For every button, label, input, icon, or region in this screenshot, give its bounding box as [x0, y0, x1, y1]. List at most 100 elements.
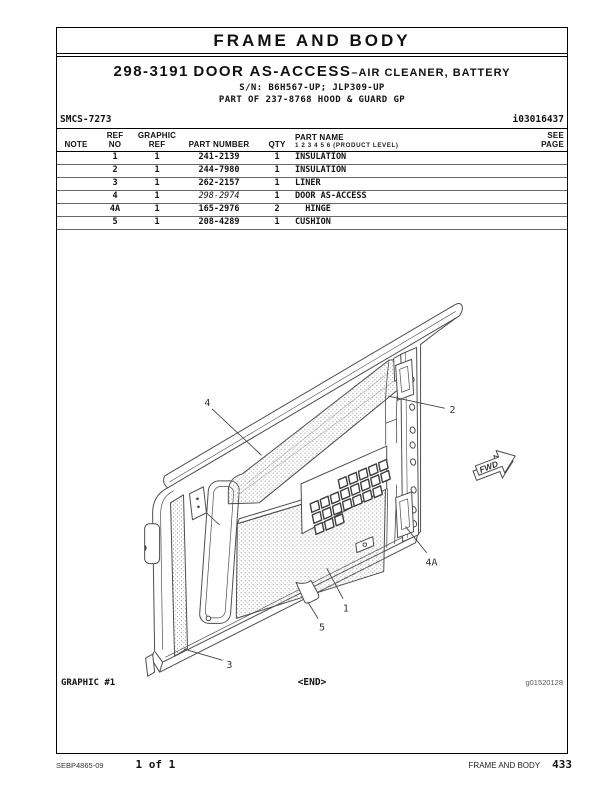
title-part-name: DOOR AS-ACCESS	[193, 63, 352, 80]
callout-1: 1	[343, 603, 349, 614]
liner-gasket	[199, 480, 240, 624]
gasket-pin	[205, 615, 212, 621]
ref-no-cell: 4A	[109, 203, 121, 214]
table-row: 3 1 262-2157 1 LINER	[57, 178, 567, 191]
see-page-cell	[511, 178, 567, 190]
page-of-indicator: 1 of 1	[135, 758, 176, 771]
qty-cell: 1	[274, 216, 280, 227]
smcs-row: SMCS-7273 i03016437	[57, 114, 567, 125]
footer-section-title: FRAME AND BODY	[468, 761, 541, 770]
part-number-cell: 244-7980	[198, 164, 240, 175]
table-row: 4A 1 165-2976 2 HINGE	[57, 204, 567, 217]
graphic-id: g01520128	[525, 677, 563, 687]
left-seal-strip	[170, 494, 188, 657]
qty-cell: 1	[274, 151, 280, 162]
media-number: SEBP4865-09	[56, 761, 104, 770]
title-divider	[57, 54, 567, 57]
part-number-cell: 262-2157	[198, 177, 240, 188]
ref-no-cell: 5	[112, 216, 118, 227]
hinge-plate-lower	[395, 491, 415, 538]
callout-2: 2	[449, 405, 455, 416]
graphic-container: 4 2 4A 1 5 3 FWD	[57, 232, 567, 677]
col-header-qty: QTY	[268, 140, 286, 150]
table-row: 4 1 298-2974 1 DOOR AS-ACCESS	[57, 191, 567, 204]
graphic-ref-cell: 1	[154, 190, 160, 201]
document-header: 298-3191 DOOR AS-ACCESS–AIR CLEANER, BAT…	[57, 62, 567, 107]
graphic-ref-cell: 1	[154, 177, 160, 188]
callout-3: 3	[226, 660, 232, 671]
note-cell	[57, 152, 95, 164]
part-number-cell: 208-4289	[198, 216, 240, 227]
left-foot	[145, 653, 156, 677]
part-number-cell: 241-2139	[198, 151, 240, 162]
leader-lines	[184, 395, 445, 661]
qty-cell: 1	[274, 164, 280, 175]
graphic-ref-cell: 1	[154, 203, 160, 214]
callout-5: 5	[319, 622, 325, 633]
part-name-cell: LINER	[295, 177, 321, 188]
note-cell	[57, 191, 95, 203]
part-name-cell: INSULATION	[295, 164, 347, 175]
part-name-cell: HINGE	[295, 203, 331, 214]
content-frame: FRAME AND BODY 298-3191 DOOR AS-ACCESS–A…	[56, 27, 568, 754]
smcs-code: SMCS-7273	[60, 113, 112, 125]
page-footer: SEBP4865-09 1 of 1 FRAME AND BODY 433	[56, 758, 572, 771]
part-name-cell: INSULATION	[295, 151, 347, 162]
table-row: 2 1 244-7980 1 INSULATION	[57, 165, 567, 178]
table-row: 5 1 208-4289 1 CUSHION	[57, 217, 567, 230]
graphic-ref-cell: 1	[154, 164, 160, 175]
col-header-part-number: PART NUMBER	[188, 140, 250, 150]
table-row: 1 1 241-2139 1 INSULATION	[57, 152, 567, 165]
bottom-tab	[355, 535, 375, 553]
note-cell	[57, 178, 95, 190]
footer-page-number: 433	[552, 758, 572, 771]
fwd-arrow: FWD	[472, 449, 516, 481]
ref-no-cell: 1	[112, 151, 118, 162]
note-cell	[57, 217, 95, 229]
part-of-line: PART OF 237-8768 HOOD & GUARD GP	[218, 95, 406, 106]
see-page-cell	[511, 217, 567, 229]
handle	[295, 579, 320, 604]
graphic-ref-cell: 1	[154, 151, 160, 162]
top-rail	[163, 302, 463, 489]
product-level-scale: 1 2 3 4 5 6 (PRODUCT LEVEL)	[295, 142, 399, 150]
note-cell	[57, 204, 95, 216]
col-header-note: NOTE	[64, 140, 88, 150]
hinge-plate-upper	[395, 358, 415, 401]
part-name-cell: DOOR AS-ACCESS	[295, 190, 367, 201]
vent-grid	[309, 458, 391, 535]
see-page-cell	[511, 191, 567, 203]
see-page-cell	[511, 152, 567, 164]
graphic-ref-cell: 1	[154, 216, 160, 227]
ref-no-cell: 2	[112, 164, 118, 175]
see-page-cell	[511, 204, 567, 216]
part-number-cell: 298-2974	[198, 190, 240, 201]
qty-cell: 1	[274, 177, 280, 188]
graphic-label: GRAPHIC #1	[61, 677, 116, 688]
parts-diagram: 4 2 4A 1 5 3 FWD	[144, 302, 516, 677]
ref-no-cell: 4	[112, 190, 118, 201]
latch-clip	[188, 486, 220, 525]
part-number-cell: 165-2976	[198, 203, 240, 214]
callouts: 4 2 4A 1 5 3	[204, 398, 455, 671]
see-page-cell	[511, 165, 567, 177]
qty-cell: 2	[274, 203, 280, 214]
ref-no-cell: 3	[112, 177, 118, 188]
section-title: FRAME AND BODY	[57, 28, 567, 54]
end-marker: <END>	[297, 676, 327, 688]
serial-number-line: S/N: B6H567-UP; JLP309-UP	[239, 83, 385, 93]
title-part-number: 298-3191	[113, 63, 189, 80]
part-name-cell: CUSHION	[295, 216, 331, 227]
side-tab	[144, 522, 161, 564]
callout-4: 4	[204, 398, 210, 409]
page-title: 298-3191 DOOR AS-ACCESS–AIR CLEANER, BAT…	[57, 62, 567, 82]
footer-right: FRAME AND BODY 433	[469, 758, 572, 771]
note-cell	[57, 165, 95, 177]
graphic-caption: GRAPHIC #1 <END> g01520128	[57, 677, 567, 688]
